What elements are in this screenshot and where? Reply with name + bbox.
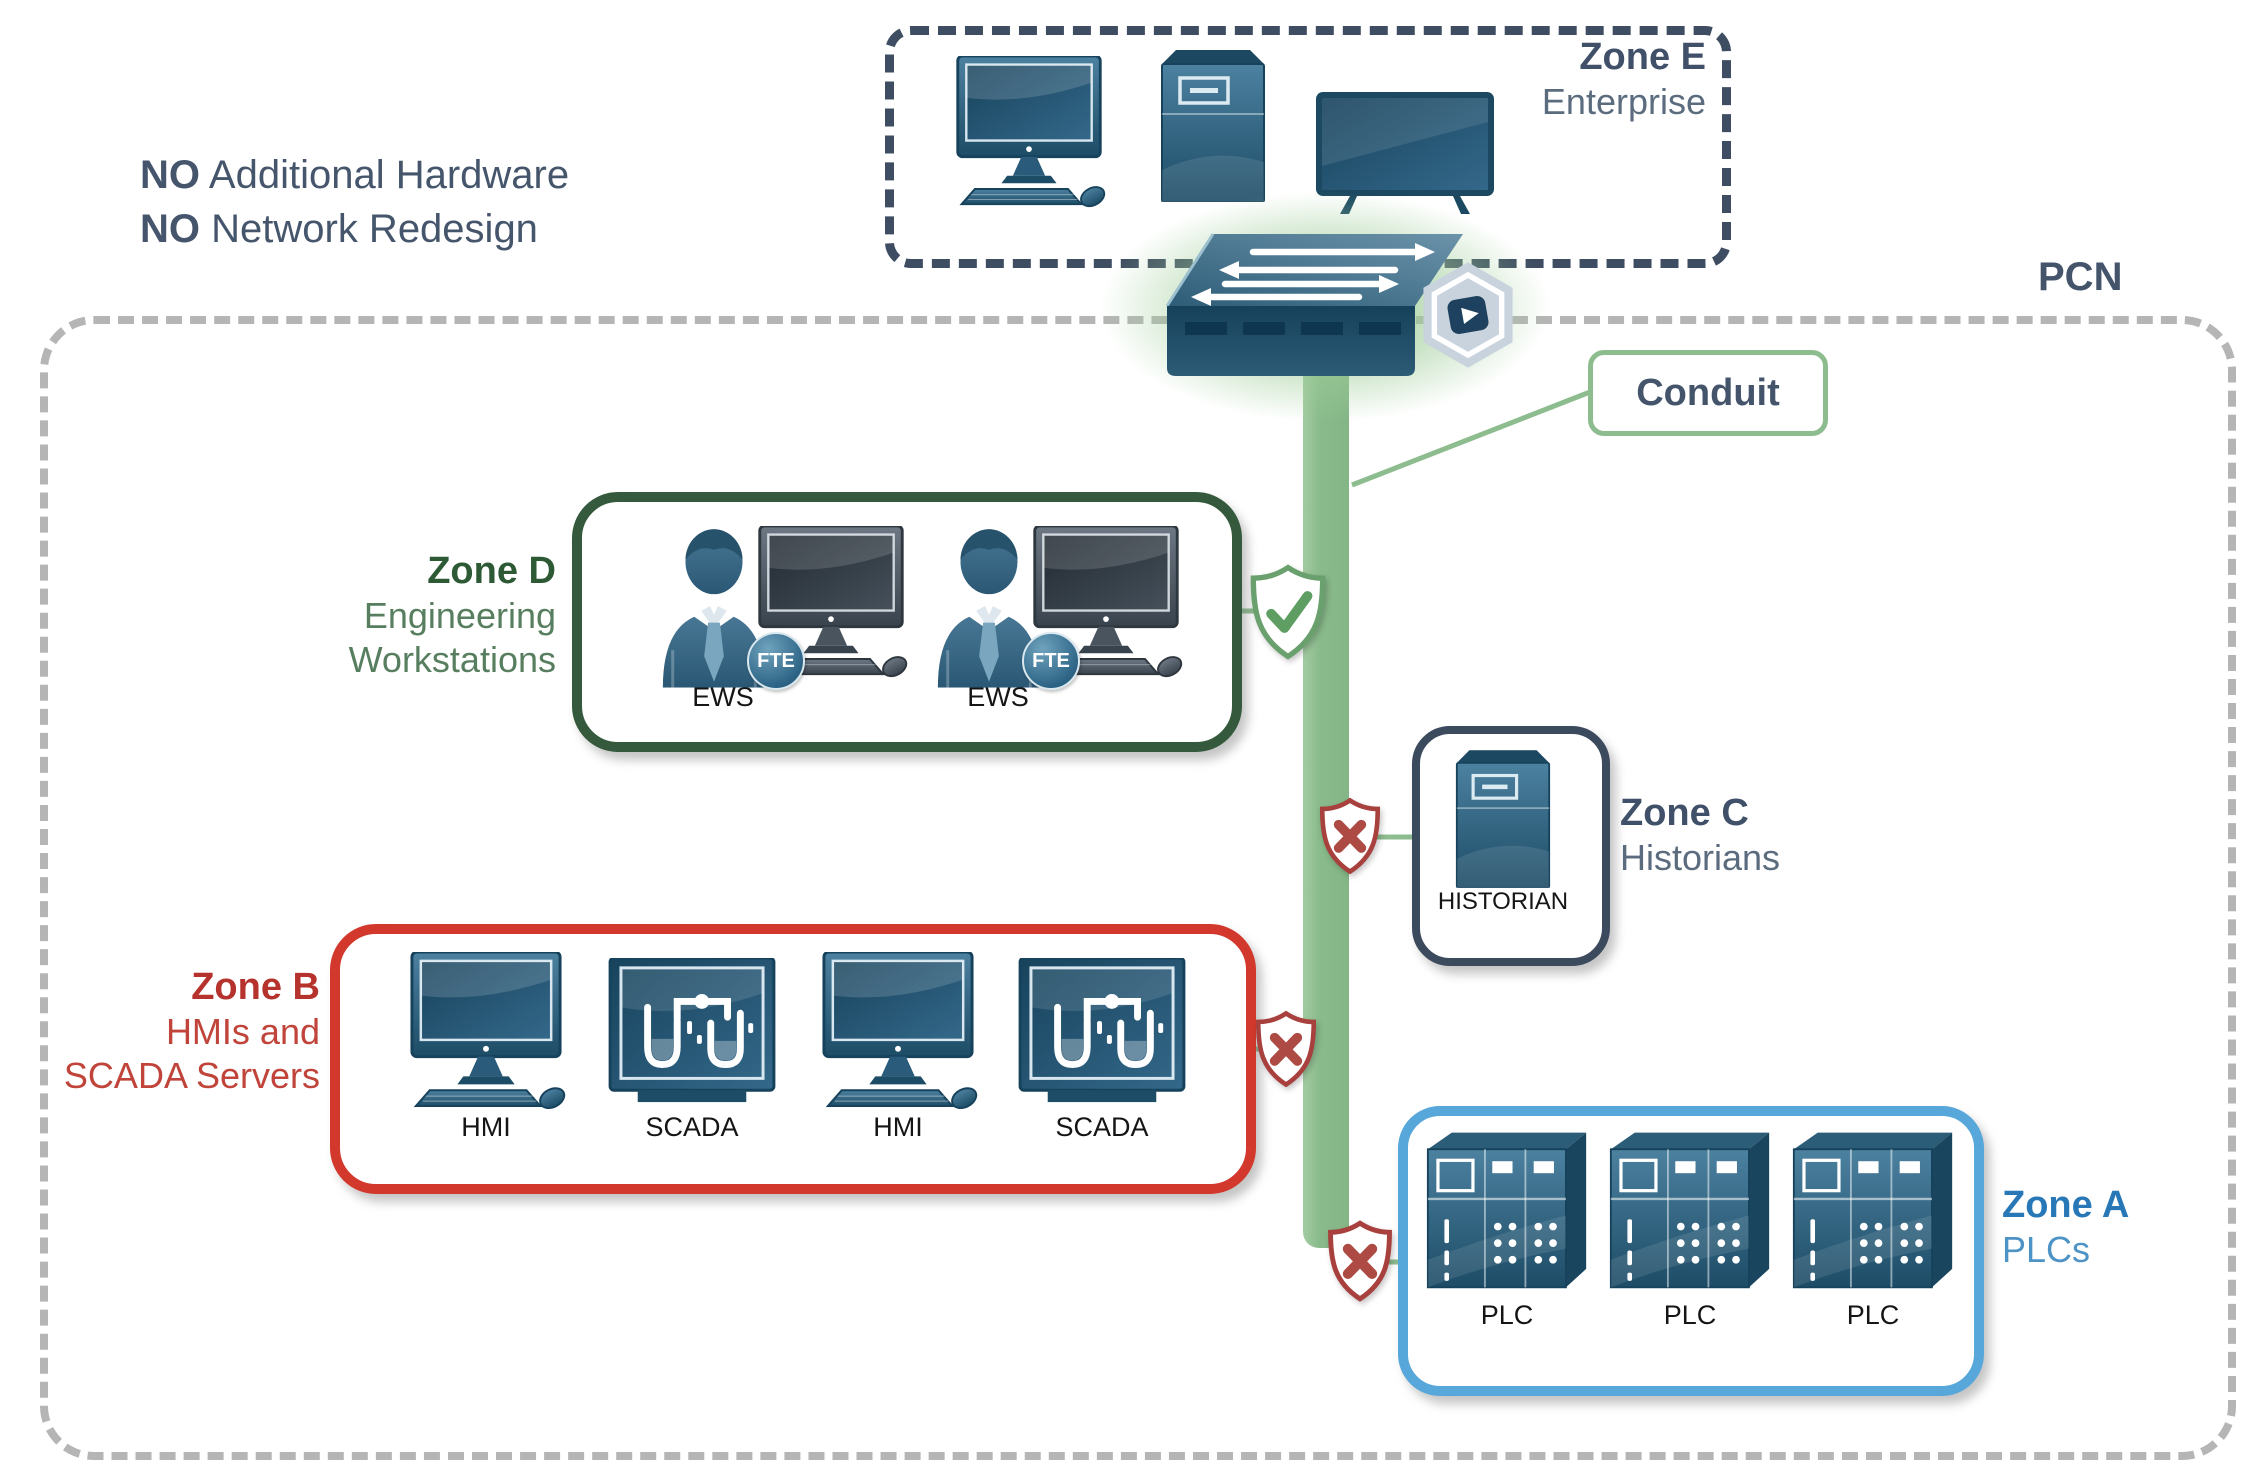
zone-a-subtitle: PLCs: [2002, 1229, 2091, 1270]
hmi-device-group: HMI: [398, 952, 574, 1148]
plc-cabinet-icon: [1792, 1126, 1954, 1294]
plc-device-group: PLC: [1790, 1126, 1956, 1334]
zone-d-subtitle-1: Engineering: [363, 595, 556, 636]
hmi-monitor-icon: [813, 952, 983, 1110]
scada-device-group: SCADA: [604, 952, 780, 1148]
blocked-x-shield-icon: [1326, 1220, 1394, 1302]
device-label: PLC: [1846, 1300, 1900, 1330]
device-label: SCADA: [645, 1112, 739, 1142]
zone-e-title: Zone E: [1579, 36, 1706, 78]
zone-d-title: Zone D: [427, 550, 556, 592]
hmi-device-group: HMI: [810, 952, 986, 1148]
zone-a-title: Zone A: [2002, 1184, 2130, 1226]
plc-device-group: PLC: [1424, 1126, 1590, 1334]
scada-screen-icon: [607, 958, 777, 1108]
allowed-check-shield-icon: [1248, 564, 1328, 660]
callout-line-2: NO Network Redesign: [140, 207, 538, 251]
ews-workstation-group: FTE EWS: [655, 518, 915, 722]
blocked-x-shield-icon: [1318, 797, 1382, 875]
callout-text: NO Additional Hardware NO Network Redesi…: [140, 148, 569, 256]
device-label: PLC: [1663, 1300, 1717, 1330]
zone-c-labels: Zone C Historians: [1620, 790, 1780, 880]
tower-server-icon: [1160, 50, 1266, 202]
plc-cabinet-icon: [1609, 1126, 1771, 1294]
zone-b-labels: Zone B HMIs and SCADA Servers: [30, 964, 320, 1098]
conduit-label: Conduit: [1588, 350, 1828, 436]
zone-b-subtitle-2: SCADA Servers: [63, 1055, 320, 1096]
fte-badge: FTE: [747, 632, 805, 690]
zone-e-labels: Zone E Enterprise: [1430, 34, 1706, 124]
sensor-hexagon-badge-icon: [1418, 260, 1518, 370]
scada-device-group: SCADA: [1014, 952, 1190, 1148]
plc-device-group: PLC: [1607, 1126, 1773, 1334]
zone-b-subtitle-1: HMIs and: [165, 1011, 320, 1052]
device-label: HMI: [461, 1112, 511, 1142]
ews-label: EWS: [967, 682, 1029, 712]
device-label: PLC: [1480, 1300, 1534, 1330]
callout-line-1: NO Additional Hardware: [140, 153, 570, 197]
conduit-pipe: [1303, 330, 1349, 1248]
zone-c-subtitle: Historians: [1620, 837, 1781, 878]
zone-d-subtitle-2: Workstations: [348, 639, 556, 680]
plc-cabinet-icon: [1426, 1126, 1588, 1294]
device-label: SCADA: [1055, 1112, 1149, 1142]
ews-workstation-group: FTE EWS: [930, 518, 1190, 722]
zone-b-title: Zone B: [191, 966, 320, 1008]
fte-badge: FTE: [1022, 632, 1080, 690]
pcn-label: PCN: [2038, 255, 2123, 299]
historian-server-icon: [1455, 750, 1551, 888]
device-label: HMI: [873, 1112, 923, 1142]
zone-e-subtitle: Enterprise: [1541, 81, 1706, 122]
zone-c-title: Zone C: [1620, 792, 1749, 834]
zone-d-labels: Zone D Engineering Workstations: [236, 548, 556, 682]
desktop-computer-icon: [948, 56, 1110, 208]
ews-label: EWS: [692, 682, 754, 712]
hmi-monitor-icon: [401, 952, 571, 1110]
blocked-x-shield-icon: [1254, 1010, 1318, 1088]
historian-label: HISTORIAN: [1437, 888, 1569, 915]
zone-a-labels: Zone A PLCs: [2002, 1182, 2129, 1272]
scada-screen-icon: [1017, 958, 1187, 1108]
